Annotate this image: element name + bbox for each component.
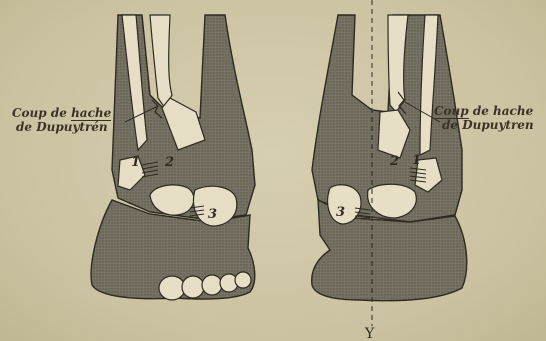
left-label-line2: de Dupuytrén xyxy=(12,120,111,134)
right-marker-2: 2 xyxy=(389,154,399,169)
left-label-line1: Coup de hache xyxy=(12,106,111,120)
right-label-line1: Coup de hache xyxy=(434,104,534,118)
right-marker-3: 3 xyxy=(336,205,345,220)
right-label-line2: de Dupuytren xyxy=(434,118,534,132)
left-tibia xyxy=(150,15,172,108)
right-label-coup: Coup xyxy=(434,104,469,119)
left-marker-1: 1 xyxy=(131,155,140,170)
right-label: Coup de hache de Dupuytren xyxy=(434,104,534,132)
left-marker-3: 3 xyxy=(208,207,217,222)
left-marker-2: 2 xyxy=(164,155,174,170)
left-label-hache: hache xyxy=(71,106,111,121)
right-marker-1: 1 xyxy=(412,153,421,168)
axis-marker-y: Y xyxy=(364,326,375,341)
left-label: Coup de hache de Dupuytrén xyxy=(12,106,111,134)
